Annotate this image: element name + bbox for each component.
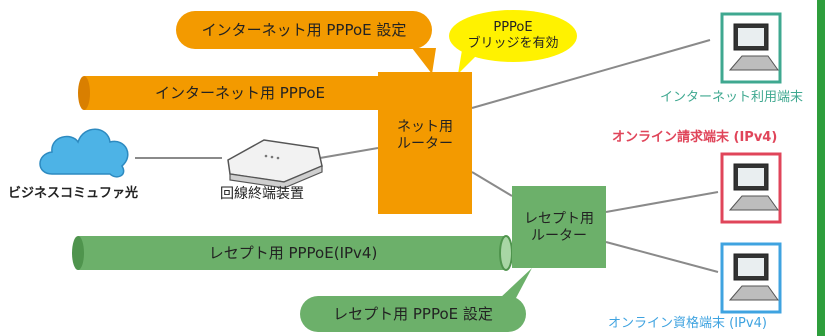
link-router-rezept-router (471, 171, 513, 197)
rezept-tunnel-label: レセプト用 PPPoE(IPv4) (208, 243, 378, 262)
net-router-box (378, 72, 472, 214)
rezept-pppoe-tunnel (72, 235, 513, 271)
internet-setting-callout (176, 11, 436, 74)
rezept-router-label-line1: レセプト用 (524, 210, 594, 227)
link-rezept-qualification-terminal (605, 241, 719, 273)
internet-terminal-icon (720, 12, 782, 84)
net-router-label: ネット用 ルーター (378, 112, 472, 160)
rezept-setting-label: レセプト用 PPPoE 設定 (333, 304, 493, 323)
net-router-label-line1: ネット用 (397, 118, 453, 135)
rezept-router-label: レセプト用 ルーター (512, 204, 606, 252)
net-router-label-line2: ルーター (397, 136, 453, 152)
bridge-callout (449, 10, 577, 74)
claim-terminal-label: オンライン請求端末 (IPv4) (612, 130, 778, 145)
rezept-router-label-line2: ルーター (531, 228, 587, 244)
link-router-internet-terminal (471, 39, 711, 109)
cloud-label: ビジネスコミュファ光 (8, 186, 139, 201)
connection-lines (135, 39, 719, 273)
internet-terminal-label: インターネット利用端末 (660, 90, 804, 105)
bridge-label-line1: PPPoE (493, 19, 533, 35)
side-accent-bar (817, 0, 825, 336)
bridge-label: PPPoE ブリッジを有効 (449, 12, 577, 60)
qualification-terminal-label: オンライン資格端末 (IPv4) (608, 316, 767, 331)
internet-setting-label: インターネット用 PPPoE 設定 (201, 20, 407, 39)
onu-label: 回線終端装置 (220, 186, 304, 202)
onu-device-icon (227, 139, 323, 189)
internet-tunnel-label: インターネット用 PPPoE (154, 83, 326, 102)
rezept-router-box (512, 186, 606, 268)
bridge-label-line2: ブリッジを有効 (467, 36, 559, 51)
link-rezept-claim-terminal (605, 191, 719, 213)
cloud-icon (39, 128, 129, 178)
claim-terminal-icon (720, 152, 782, 224)
qualification-terminal-icon (720, 242, 782, 314)
rezept-setting-callout (300, 268, 532, 332)
link-onu-router (319, 147, 379, 159)
